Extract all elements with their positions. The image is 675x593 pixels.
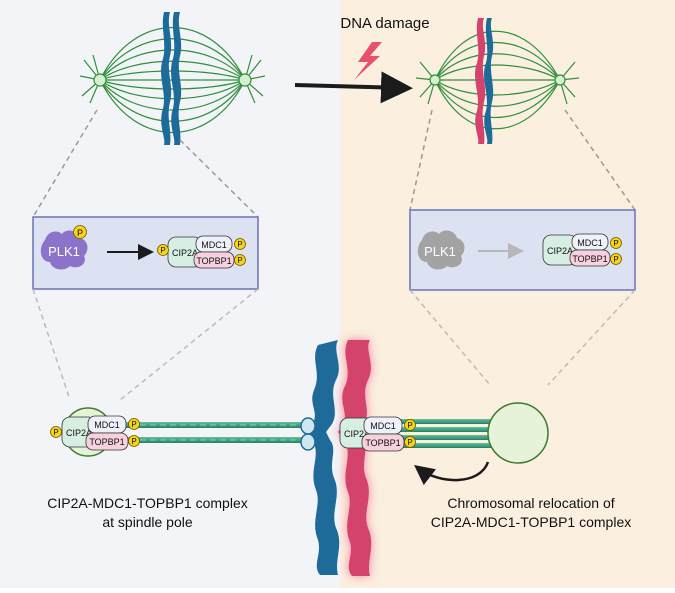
- complex-at-pole: CIP2A MDC1 TOPBP1 P P P: [50, 415, 140, 451]
- svg-text:PLK1: PLK1: [48, 244, 80, 259]
- svg-text:P: P: [131, 437, 136, 446]
- plk1-active: PLK1 P: [40, 225, 88, 270]
- svg-text:P: P: [131, 420, 136, 429]
- svg-text:P: P: [407, 421, 412, 430]
- svg-text:P: P: [407, 438, 412, 447]
- svg-text:P: P: [613, 255, 618, 264]
- caption-right: Chromosomal relocation of CIP2A-MDC1-TOP…: [400, 494, 662, 532]
- lightning-bolt-icon: [354, 42, 382, 80]
- svg-text:P: P: [237, 256, 242, 265]
- kinetochore-fibers-left: [120, 422, 305, 443]
- svg-text:P: P: [237, 240, 242, 249]
- svg-text:TOPBP1: TOPBP1: [89, 437, 124, 447]
- chromosome-blue: [300, 340, 340, 575]
- spindle-left: [79, 12, 266, 145]
- svg-text:MDC1: MDC1: [201, 240, 227, 250]
- caption-right-line-2: CIP2A-MDC1-TOPBP1 complex: [430, 514, 632, 530]
- svg-text:CIP2A: CIP2A: [344, 429, 370, 439]
- dna-damage-label: DNA damage: [340, 15, 429, 32]
- svg-text:P: P: [613, 239, 618, 248]
- svg-text:TOPBP1: TOPBP1: [196, 256, 231, 266]
- svg-text:TOPBP1: TOPBP1: [572, 254, 607, 264]
- svg-text:PLK1: PLK1: [424, 244, 456, 259]
- complex-right-panel: CIP2A MDC1 TOPBP1 P P: [542, 233, 622, 267]
- caption-right-line-1: Chromosomal relocation of: [447, 495, 615, 511]
- svg-text:MDC1: MDC1: [370, 421, 396, 431]
- caption-left: CIP2A-MDC1-TOPBP1 complex at spindle pol…: [20, 494, 275, 532]
- transition-arrow: [294, 71, 413, 104]
- caption-left-line-1: CIP2A-MDC1-TOPBP1 complex: [47, 495, 248, 511]
- complex-on-chromosome: CIP2A MDC1 TOPBP1 P P: [339, 416, 416, 452]
- svg-text:CIP2A: CIP2A: [66, 428, 92, 438]
- spindle-right: [415, 18, 580, 144]
- svg-text:P: P: [77, 228, 83, 238]
- relocation-arrow: [414, 461, 490, 486]
- svg-text:MDC1: MDC1: [94, 420, 120, 430]
- caption-left-line-2: at spindle pole: [102, 514, 193, 530]
- svg-text:CIP2A: CIP2A: [547, 246, 573, 256]
- svg-text:MDC1: MDC1: [577, 238, 603, 248]
- guide-lines-top: [32, 109, 636, 218]
- guide-lines-bottom: [32, 288, 636, 401]
- svg-text:P: P: [160, 246, 165, 255]
- spindle-pole-right: [487, 402, 549, 464]
- svg-text:P: P: [53, 428, 58, 437]
- kinetochore-fibers-right: [355, 419, 495, 448]
- svg-text:TOPBP1: TOPBP1: [365, 438, 400, 448]
- chromosome-pink: [338, 340, 372, 576]
- complex-left-panel: CIP2A MDC1 TOPBP1 P P P: [157, 235, 246, 269]
- svg-text:CIP2A: CIP2A: [172, 248, 198, 258]
- plk1-inactive: PLK1: [417, 230, 465, 270]
